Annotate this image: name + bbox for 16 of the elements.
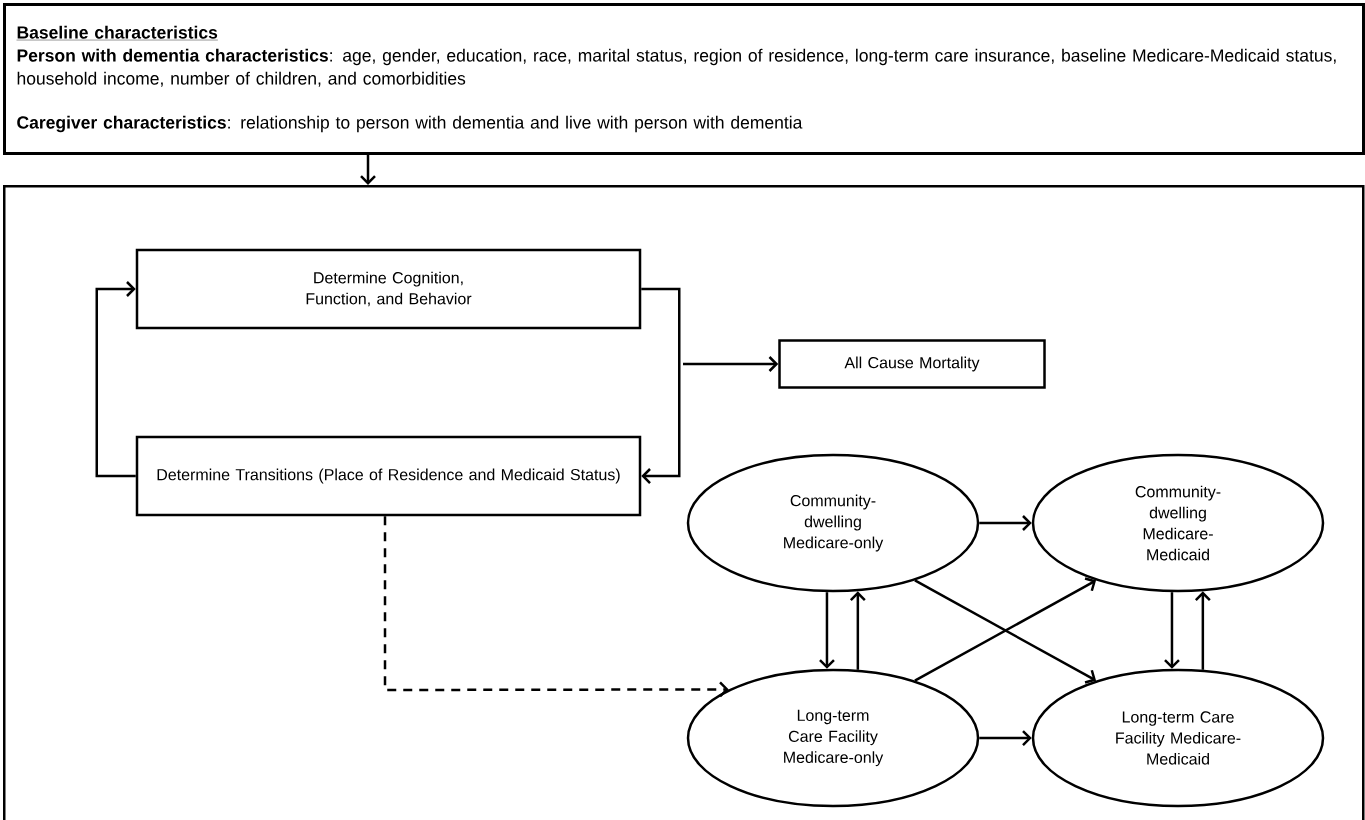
- dashed-arrow: [383, 516, 729, 698]
- process-box: Determine Cognition, Function, and Behavior: [135, 248, 642, 330]
- process-box: All Cause Mortality: [778, 339, 1046, 389]
- arrow: [819, 592, 835, 669]
- model-frame: [3, 185, 1365, 820]
- arrow: [979, 730, 1032, 746]
- arrow: [641, 287, 681, 484]
- arrow: [360, 155, 376, 185]
- arrow: [849, 591, 866, 670]
- characteristics-box: Baseline characteristics Person with dementia characteristics: age, gender, education, race, marital status, region of residence, long-term care insurance, baseline Medicare-Medicaid status, household income, number of children, and comorbidities Caregiver characteristics: relationship to person with dementia and live with person with dementia: [3, 3, 1365, 155]
- arrow: [1194, 591, 1211, 670]
- arrow: [1164, 592, 1180, 669]
- arrow: [95, 281, 136, 478]
- arrow: [979, 515, 1032, 531]
- process-box: Determine Transitions (Place of Residence and Medicaid Status): [135, 435, 642, 517]
- arrow: [683, 356, 779, 372]
